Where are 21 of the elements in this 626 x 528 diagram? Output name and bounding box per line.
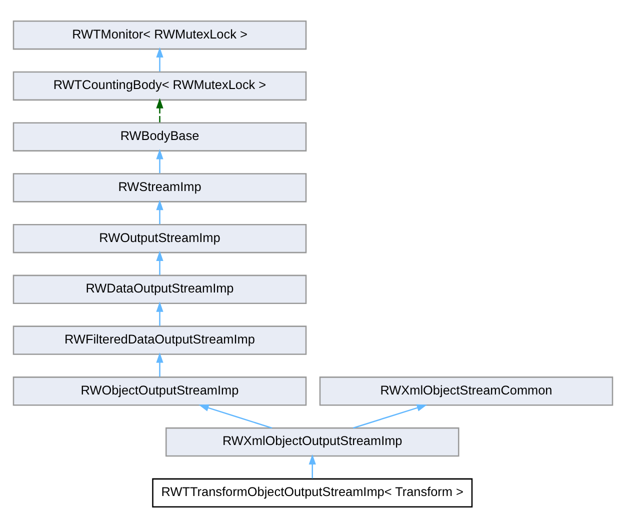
arrow: [156, 302, 164, 326]
node-box: RWXmlObjectStreamCommon: [319, 376, 614, 406]
arrow: [156, 98, 164, 122]
arrow: [156, 149, 164, 174]
node-box: RWBodyBase: [12, 122, 307, 152]
arrow: [156, 352, 164, 377]
node-box: RWStreamImp: [12, 173, 307, 202]
arrow: [308, 454, 316, 478]
arrow: [156, 250, 164, 275]
node-box: RWOutputStreamImp: [12, 224, 307, 254]
node-box: RWXmlObjectOutputStreamImp: [165, 427, 460, 457]
arrow: [198, 404, 272, 429]
arrow: [353, 404, 428, 429]
node-box: RWObjectOutputStreamImp: [12, 376, 307, 406]
node-box: RWTMonitor< RWMutexLock >: [12, 20, 307, 50]
arrow: [156, 200, 164, 224]
node-box: RWDataOutputStreamImp: [12, 274, 307, 304]
node-box: RWTTransformObjectOutputStreamImp< Transform >: [152, 478, 473, 508]
node-box: RWTCountingBody< RWMutexLock >: [12, 71, 307, 101]
arrow: [156, 47, 164, 72]
node-box: RWFilteredDataOutputStreamImp: [12, 326, 307, 355]
